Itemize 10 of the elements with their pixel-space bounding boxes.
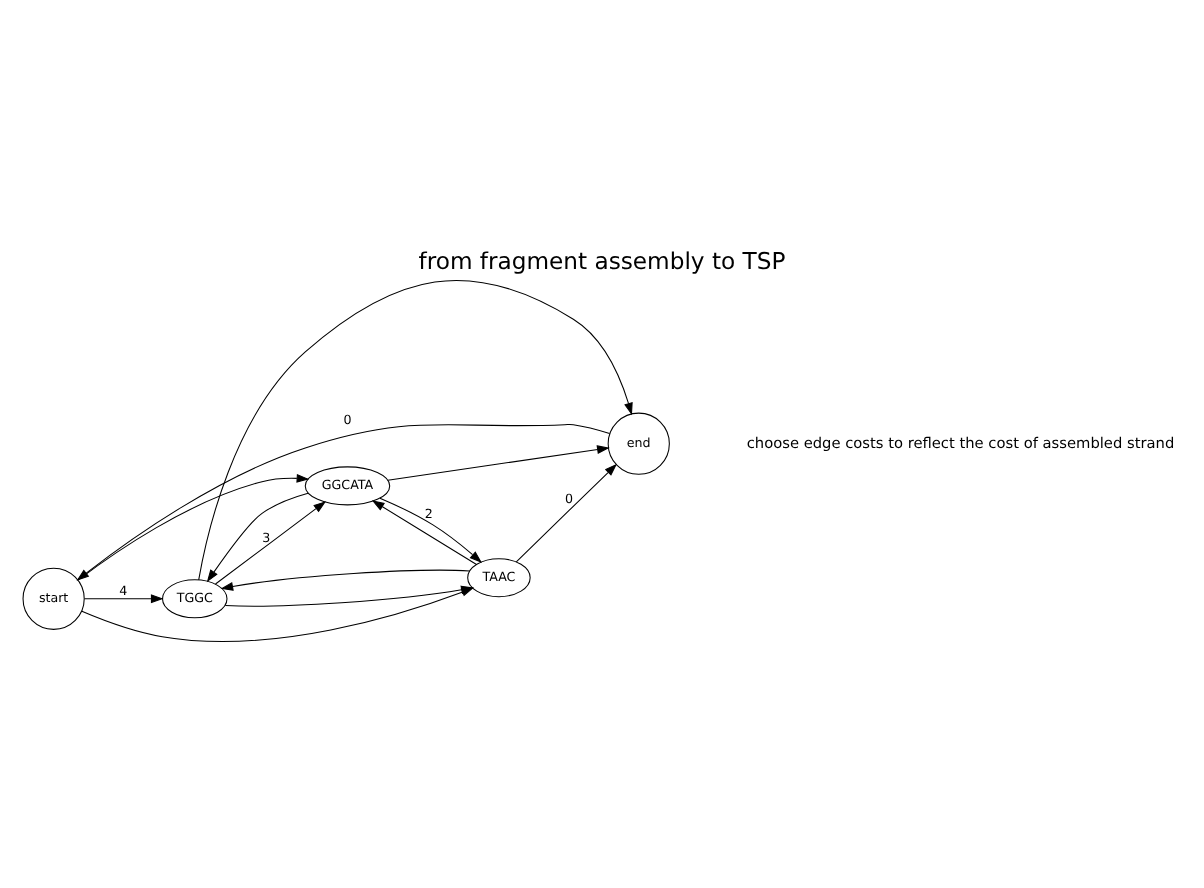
arrow bbox=[76, 423, 611, 581]
arrow bbox=[83, 594, 164, 604]
arrow bbox=[198, 279, 633, 581]
arrow bbox=[220, 569, 471, 591]
arrow bbox=[214, 501, 327, 585]
diagram-title: from fragment assembly to TSP bbox=[418, 247, 786, 276]
arrow bbox=[387, 445, 610, 481]
arrow bbox=[515, 463, 618, 563]
arrow bbox=[77, 473, 310, 581]
arrow bbox=[206, 492, 309, 583]
